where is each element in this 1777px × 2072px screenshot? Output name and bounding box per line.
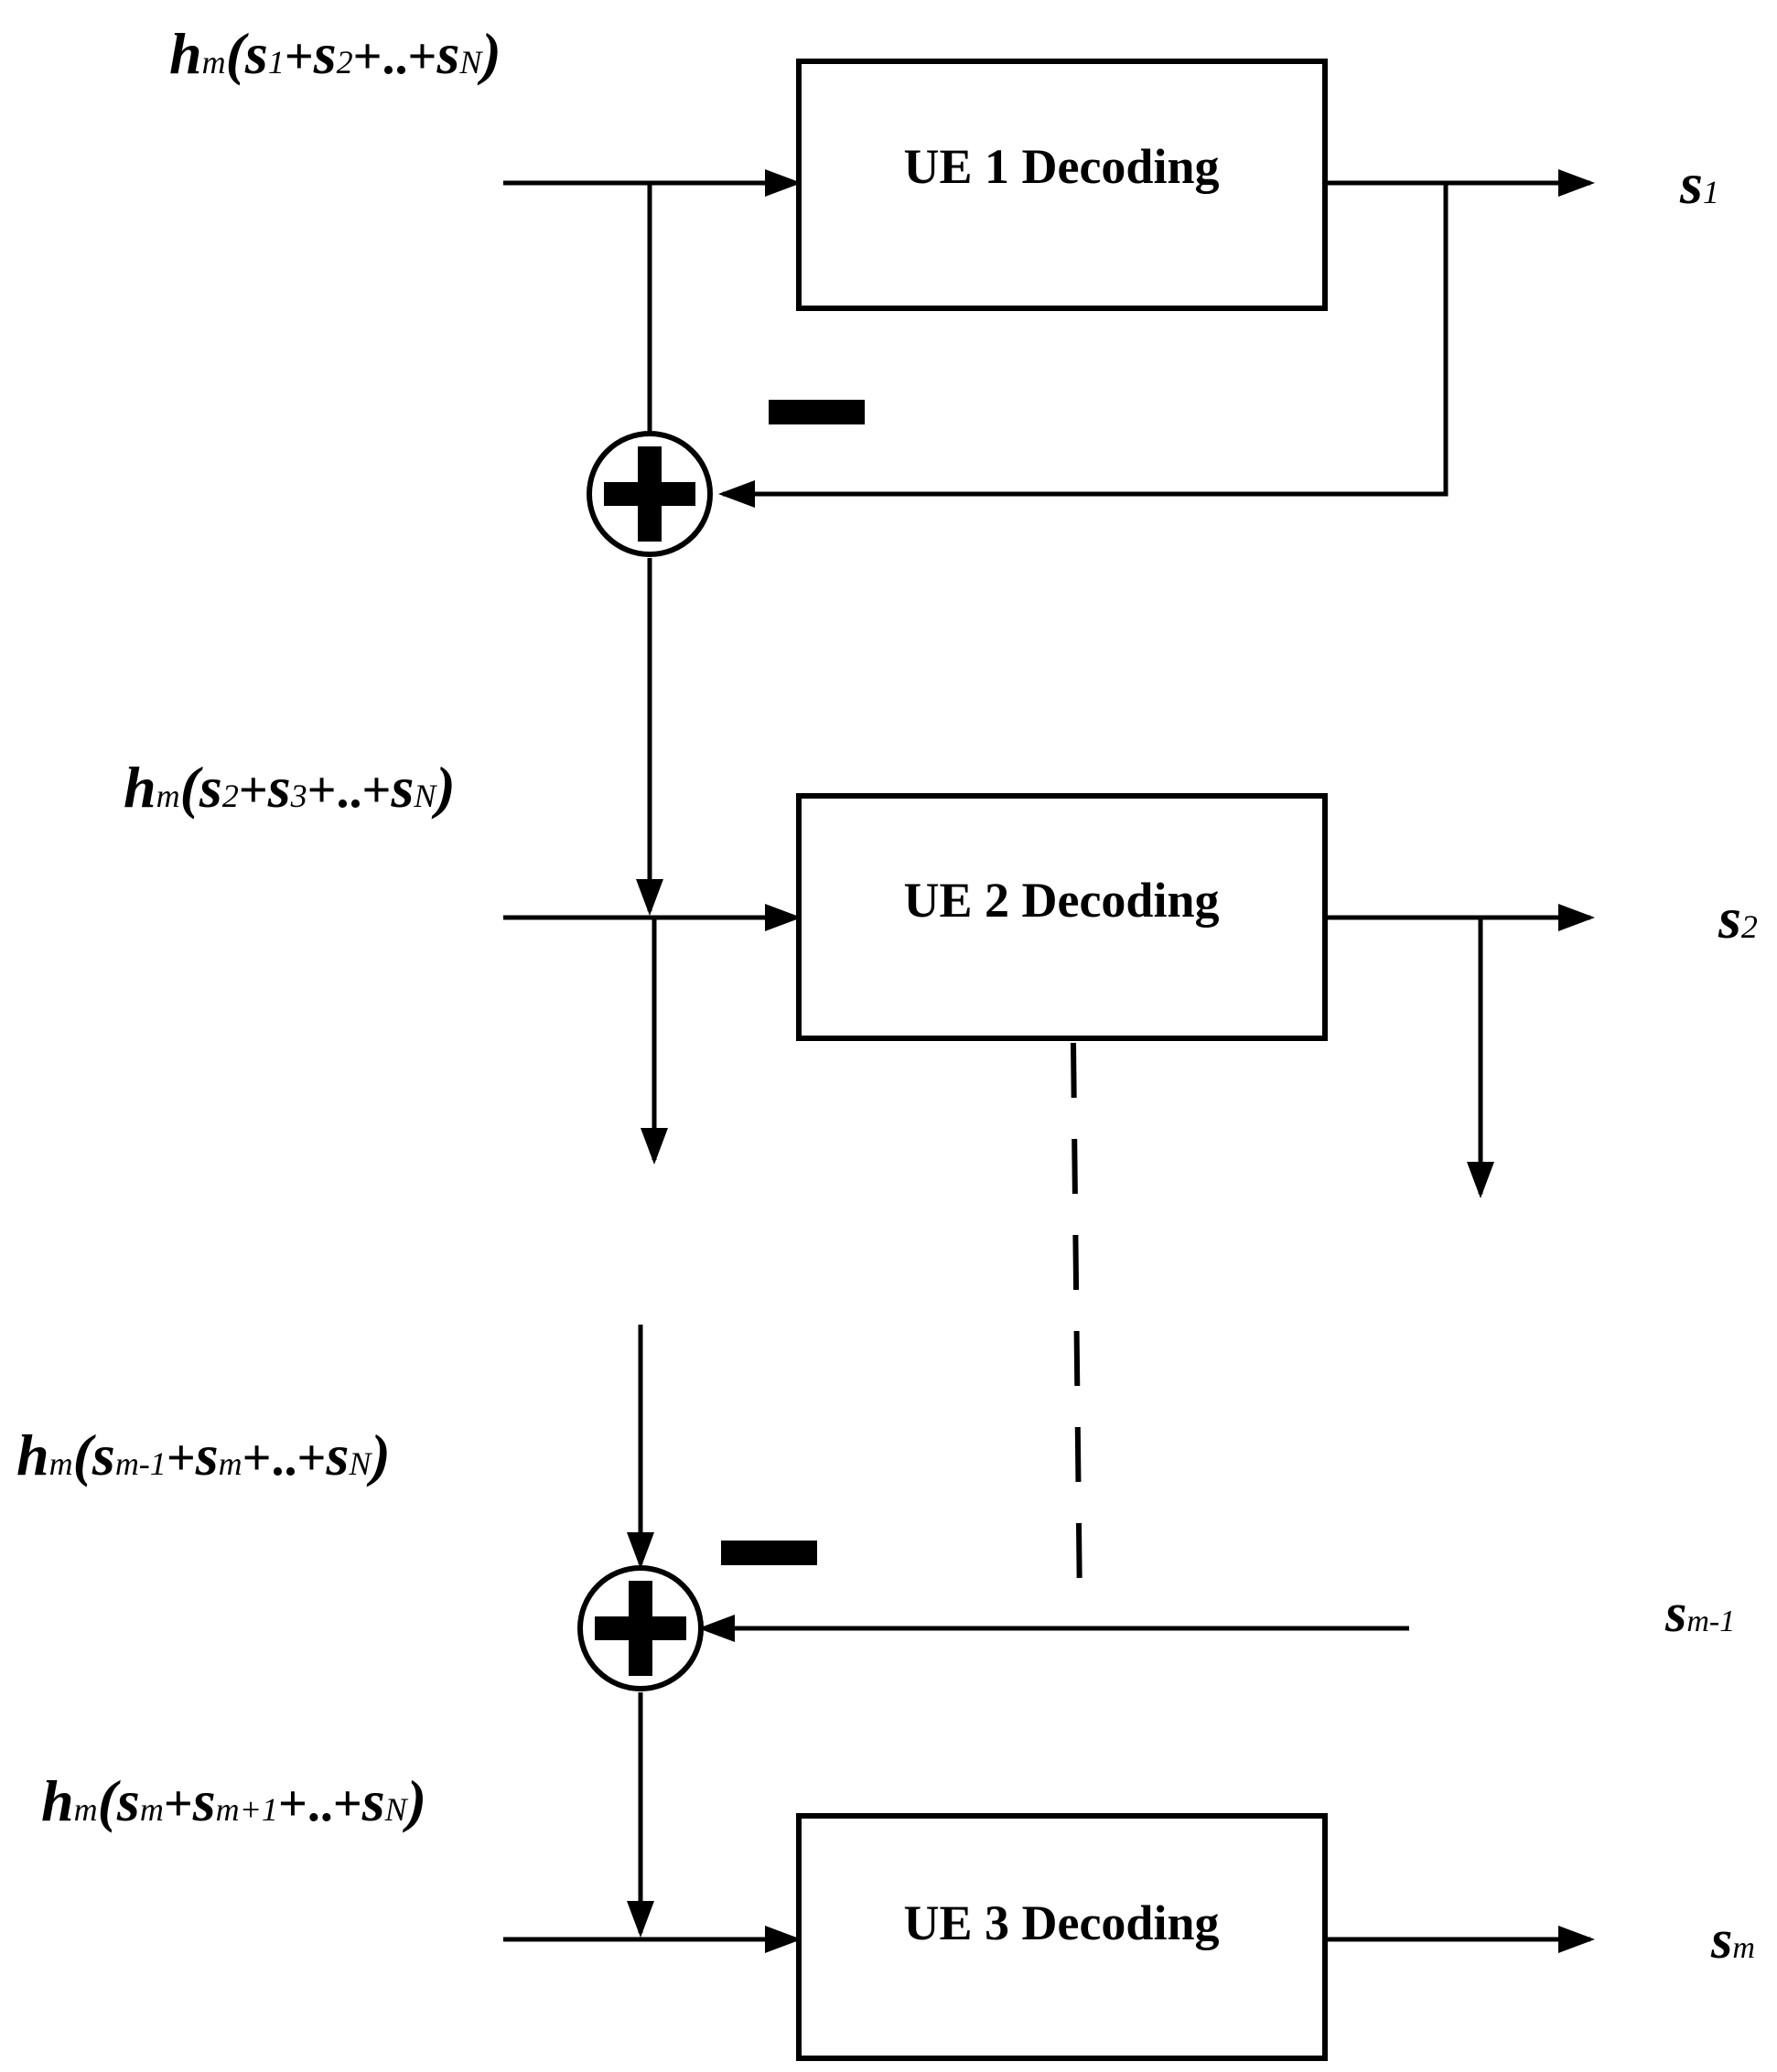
input-label-4: hm(sm+sm+1+..+sN) (41, 1768, 426, 1833)
minus-sign-icon (769, 400, 865, 424)
output-label-s2: s2 (1718, 886, 1758, 950)
input-label-1: hm(s1+s2+..+sN) (169, 21, 501, 86)
input-label-2: hm(s2+s3+..+sN) (124, 755, 456, 820)
ue2-decoding-block: UE 2 Decoding (796, 793, 1328, 1041)
ue1-decoding-block: UE 1 Decoding (796, 59, 1328, 311)
input-label-3: hm(sm-1+sm+..+sN) (16, 1422, 391, 1487)
minus-sign-icon (721, 1541, 817, 1565)
ue3-decoding-block: UE 3 Decoding (796, 1813, 1328, 2061)
adder-plus-icon (587, 431, 713, 557)
ue1-decoding-label: UE 1 Decoding (903, 139, 1219, 194)
feedback-line-1 (718, 183, 1449, 508)
ue3-decoding-label: UE 3 Decoding (903, 1895, 1219, 1950)
output-label-s1: s1 (1679, 151, 1719, 216)
adder-plus-icon (577, 1565, 704, 1691)
output-label-sm: sm (1710, 1909, 1755, 1970)
ue2-decoding-label: UE 2 Decoding (903, 873, 1219, 928)
continuation-dashed-line (1071, 1042, 1082, 1606)
output-label-sm-1: sm-1 (1664, 1583, 1735, 1643)
